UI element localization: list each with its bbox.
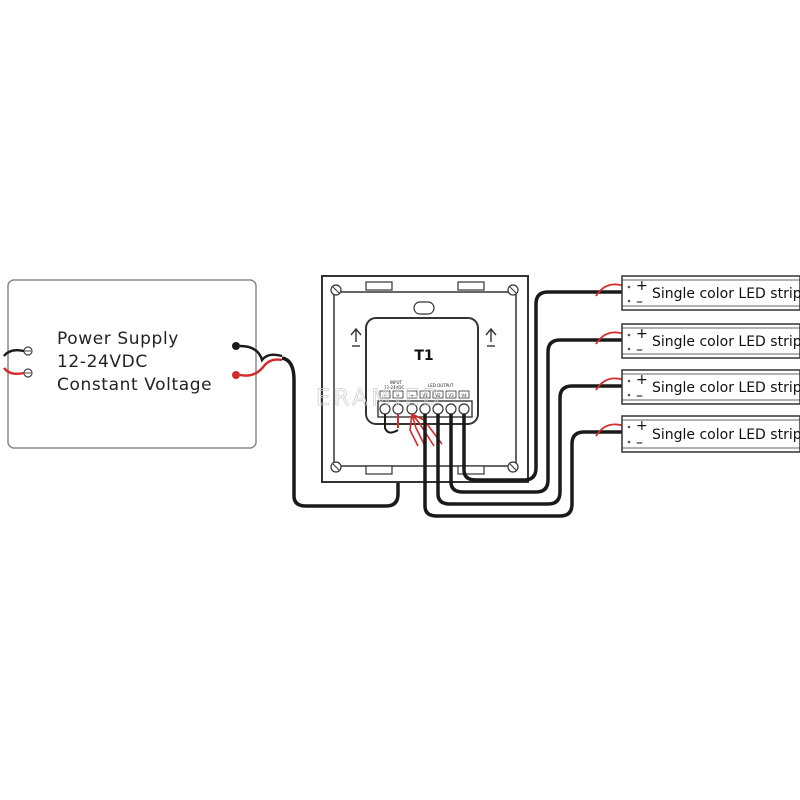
supply-cable xyxy=(281,356,400,508)
dc-terminal-minus xyxy=(232,342,240,350)
led-strip-minus: – xyxy=(636,342,643,358)
led-output-label: LED OUTPUT xyxy=(428,383,454,388)
input-label: INPUT xyxy=(390,380,403,385)
up-arrow-icon xyxy=(350,327,497,347)
power-supply-voltage: 12-24VDC xyxy=(57,352,148,372)
terminal-sign: V4 xyxy=(461,393,467,398)
terminal-screws xyxy=(379,403,470,415)
led-strip-plus: + xyxy=(636,372,648,388)
led-strip-3: + – Single color LED strip xyxy=(621,369,800,405)
terminal-sign-row xyxy=(379,390,470,399)
led-strip-label: Single color LED strip xyxy=(652,286,800,302)
strip-plus-wires xyxy=(595,283,625,437)
terminal-sign: + xyxy=(410,393,413,398)
dc-wire-red xyxy=(239,358,283,377)
input-wire-minus xyxy=(384,414,399,434)
power-supply-type: Constant Voltage xyxy=(57,375,212,395)
controller-t1: T1 INPUT 12-24VDC LED OUTPUT xyxy=(321,275,529,483)
power-supply-box xyxy=(7,279,257,449)
strip-connector-dots xyxy=(627,285,631,444)
led-strip-plus: + xyxy=(636,326,648,342)
power-supply-title: Power Supply xyxy=(57,329,179,349)
led-strip-plus: + xyxy=(636,418,648,434)
ac-wire-black xyxy=(3,348,25,357)
terminal-sign: V3 xyxy=(448,393,454,398)
ac-wire-red xyxy=(3,367,25,376)
controller-label: T1 xyxy=(414,348,433,364)
terminal-sign: V2 xyxy=(435,393,441,398)
mounting-tabs xyxy=(365,281,485,475)
dc-terminal-plus xyxy=(232,371,240,379)
led-strip-plus: + xyxy=(636,278,648,294)
led-strip-2: + – Single color LED strip xyxy=(621,323,800,359)
terminal-sign: + xyxy=(396,393,399,398)
led-strip-label: Single color LED strip xyxy=(652,427,800,443)
led-strip-label: Single color LED strip xyxy=(652,334,800,350)
power-supply: Power Supply 12-24VDC Constant Voltage xyxy=(3,279,257,449)
dc-wire-black xyxy=(239,344,283,363)
led-strip-minus: – xyxy=(636,388,643,404)
led-strip-4: + – Single color LED strip xyxy=(621,415,800,453)
led-strip-minus: – xyxy=(636,435,643,451)
led-strip-minus: – xyxy=(636,294,643,310)
channel-wire-v3 xyxy=(449,338,622,494)
watermark: ERAMIED xyxy=(316,386,444,411)
channel-wire-v1 xyxy=(423,414,622,518)
terminal-sign: V1 xyxy=(422,393,428,398)
terminal-sign: – xyxy=(384,393,386,398)
led-strip-label: Single color LED strip xyxy=(652,380,800,396)
led-strip-1: + – Single color LED strip xyxy=(621,275,800,311)
input-voltage-label: 12-24VDC xyxy=(384,385,404,390)
led-strip-body xyxy=(621,323,800,359)
led-strip-body xyxy=(621,415,800,453)
channel-wire-v2 xyxy=(436,384,622,506)
led-strip-body xyxy=(621,275,800,311)
led-strip-body xyxy=(621,369,800,405)
channel-wire-v4 xyxy=(462,290,622,482)
